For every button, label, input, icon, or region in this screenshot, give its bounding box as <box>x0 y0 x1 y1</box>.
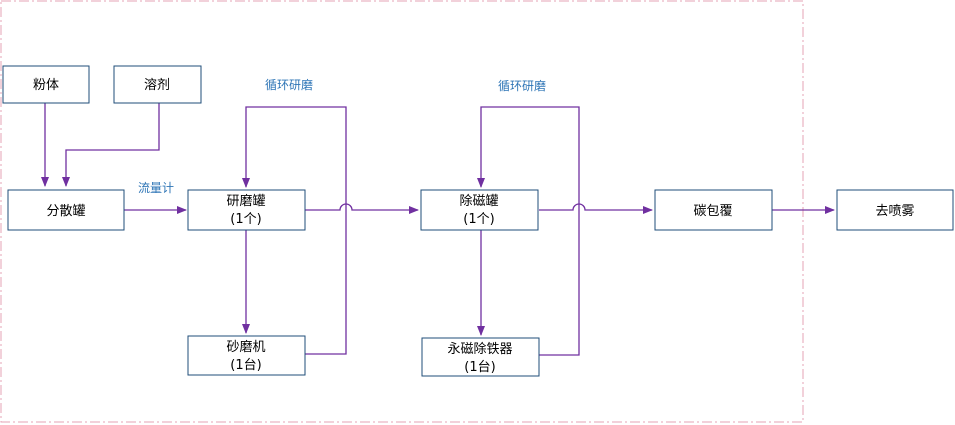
process-boundary-frame <box>0 0 804 423</box>
right-cycle-note: 循环研磨 <box>498 79 546 93</box>
left-cycle-return-arrow <box>242 106 347 355</box>
grinding-tank-box: 研磨罐 (1个) <box>187 189 306 231</box>
solvent-box: 溶剂 <box>113 65 202 104</box>
solvent-to-dispersion-arrow <box>62 103 160 187</box>
flowmeter-note: 流量计 <box>138 181 174 195</box>
to-spray-box: 去喷雾 <box>836 189 954 231</box>
sand-mill-box: 砂磨机 (1台) <box>187 335 306 376</box>
permanent-magnet-label: 永磁除铁器 <box>447 342 512 357</box>
carbon-coating-label: 碳包覆 <box>693 204 732 219</box>
demagnetizing-tank-box: 除磁罐 (1个) <box>420 189 539 231</box>
grinding-to-demag-arrow <box>305 203 419 214</box>
sand-mill-count: (1台) <box>230 358 261 373</box>
carbon-coating-box: 碳包覆 <box>654 189 773 231</box>
demagnetizing-tank-count: (1个) <box>463 212 494 227</box>
powder-label: 粉体 <box>33 78 59 93</box>
demag-to-carbon-arrow <box>539 203 653 214</box>
right-cycle-return-arrow <box>477 106 580 356</box>
permanent-magnet-count: (1台) <box>464 360 495 375</box>
grinding-tank-label: 研磨罐 <box>226 194 265 209</box>
left-cycle-note: 循环研磨 <box>265 78 313 92</box>
solvent-label: 溶剂 <box>144 78 170 93</box>
permanent-magnet-iron-remover-box: 永磁除铁器 (1台) <box>421 337 540 377</box>
powder-box: 粉体 <box>2 65 90 104</box>
sand-mill-label: 砂磨机 <box>226 340 265 355</box>
demagnetizing-tank-label: 除磁罐 <box>459 194 498 209</box>
dispersion-tank-label: 分散罐 <box>46 204 85 219</box>
dispersion-tank-box: 分散罐 <box>7 189 125 231</box>
to-spray-label: 去喷雾 <box>875 204 914 219</box>
grinding-tank-count: (1个) <box>230 212 261 227</box>
